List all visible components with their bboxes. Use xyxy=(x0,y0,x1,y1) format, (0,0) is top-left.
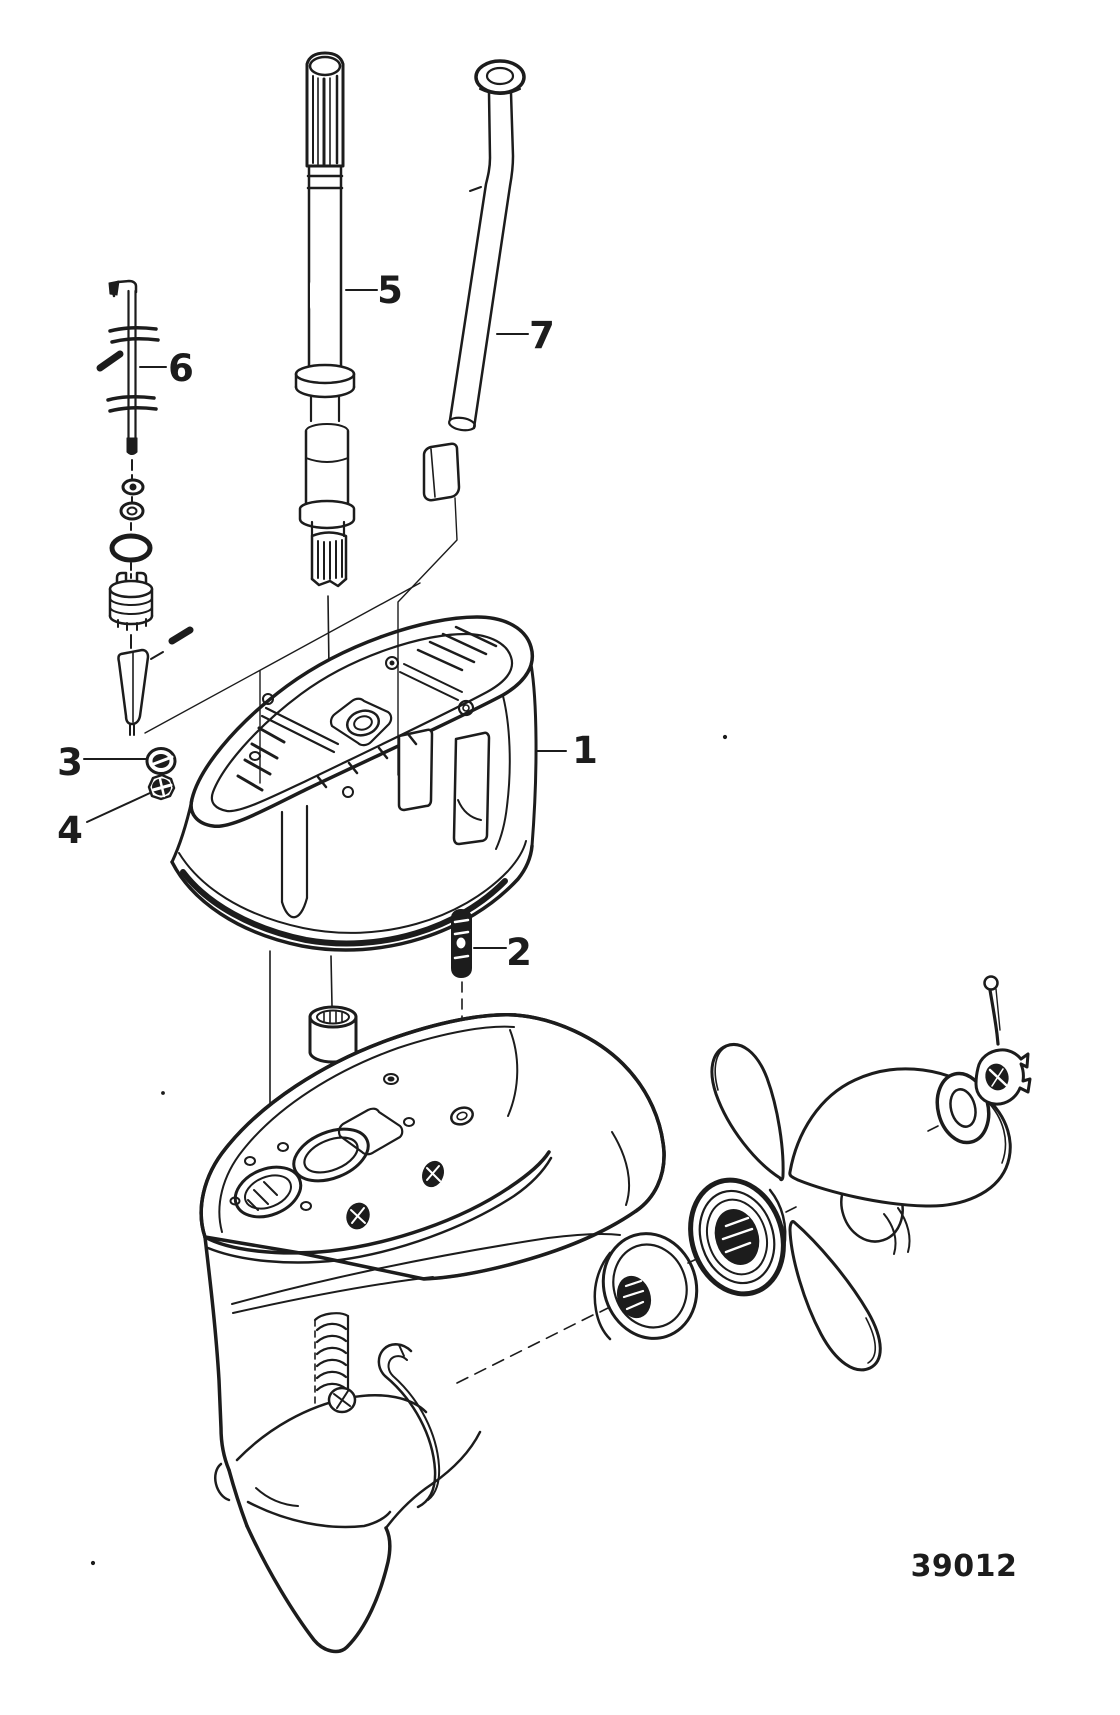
shift-shaft-assembly xyxy=(96,279,194,736)
grommet xyxy=(145,747,177,775)
callout-1: 1 xyxy=(572,729,598,772)
figure-number: 39012 xyxy=(911,1549,1018,1584)
locknut xyxy=(147,773,176,801)
cotter-pin xyxy=(983,975,1001,1046)
callout-3: 3 xyxy=(57,741,83,784)
thrust-hub xyxy=(593,1232,702,1341)
lower-gearcase xyxy=(199,1012,666,1654)
water-tube xyxy=(422,59,526,502)
propeller-hardware xyxy=(593,975,1032,1372)
stud xyxy=(451,909,472,1103)
callouts: 1 2 3 4 5 6 7 xyxy=(57,269,598,974)
castle-nut xyxy=(974,1048,1032,1106)
callout-6: 6 xyxy=(168,347,194,390)
upper-gear-housing xyxy=(170,615,538,952)
driveshaft xyxy=(294,51,356,745)
leader-lines xyxy=(83,289,728,1566)
callout-7: 7 xyxy=(529,314,555,357)
bearing-carrier xyxy=(688,1177,797,1297)
callout-4: 4 xyxy=(57,809,83,852)
callout-5: 5 xyxy=(377,269,403,312)
callout-2: 2 xyxy=(506,931,532,974)
